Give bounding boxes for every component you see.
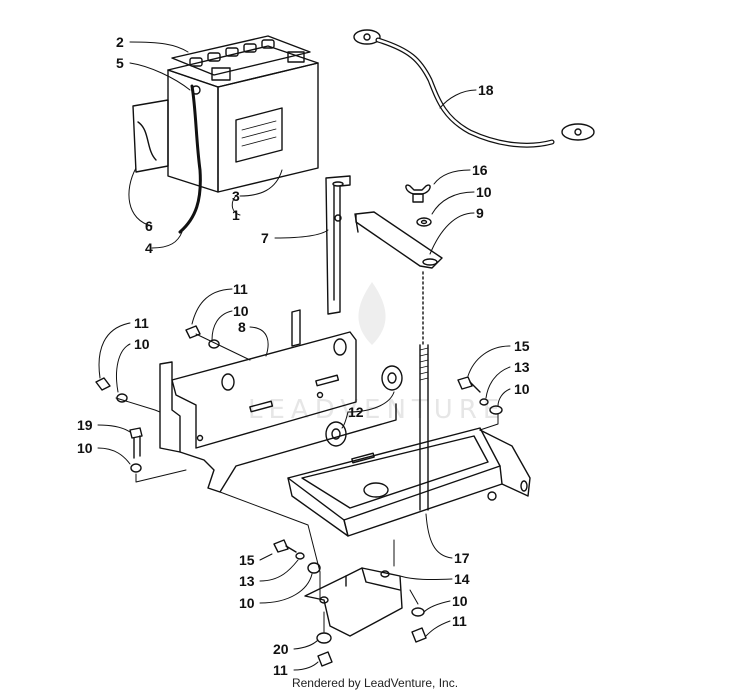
bolt-shank <box>469 381 481 393</box>
battery-top <box>167 45 319 88</box>
callout-10: 10 <box>476 184 492 200</box>
leader-lines <box>97 41 511 671</box>
battery-warning-label <box>235 107 283 163</box>
callout-10: 10 <box>452 593 468 609</box>
battery-mount-plate <box>159 309 403 493</box>
callout-4: 4 <box>145 240 153 256</box>
callout-15: 15 <box>514 338 530 354</box>
hold-down-strap <box>354 184 443 511</box>
washer <box>208 339 220 349</box>
rubber-grommet <box>325 421 347 447</box>
battery-side-bracket-fold <box>137 121 157 161</box>
hold-down-bracket <box>325 175 351 315</box>
callout-20: 20 <box>273 641 289 657</box>
callout-5: 5 <box>116 55 124 71</box>
nut <box>95 377 111 391</box>
callout-11: 11 <box>233 281 248 297</box>
nut <box>317 651 333 667</box>
callout-10: 10 <box>77 440 93 456</box>
bolt-head <box>457 376 473 390</box>
nut <box>185 325 201 339</box>
nut <box>411 627 427 643</box>
callout-2: 2 <box>116 34 124 50</box>
callout-1: 1 <box>232 207 240 223</box>
plate-tab <box>291 309 301 347</box>
watermark-text: LEADVENTURE <box>248 395 505 425</box>
callout-12: 12 <box>348 404 364 420</box>
washer <box>316 632 332 644</box>
washer <box>411 607 425 617</box>
callout-11: 11 <box>452 613 467 629</box>
callout-3: 3 <box>232 188 240 204</box>
rubber-grommet <box>381 365 403 391</box>
bolt-head <box>129 427 143 439</box>
bolt-shank <box>133 435 141 459</box>
callout-10: 10 <box>134 336 150 352</box>
battery-cable <box>353 29 595 148</box>
callout-17: 17 <box>454 550 470 566</box>
vent-tube <box>178 84 202 234</box>
vent-fitting <box>191 85 201 95</box>
callout-10: 10 <box>514 381 530 397</box>
lock-washer <box>479 398 489 406</box>
hardware <box>95 325 503 667</box>
callout-18: 18 <box>478 82 494 98</box>
washer <box>489 405 503 415</box>
bolt-head <box>273 539 289 553</box>
lock-washer <box>295 552 305 560</box>
battery-tray <box>287 427 531 537</box>
guide-lines <box>115 333 499 633</box>
positive-terminal <box>287 51 305 63</box>
battery-side-bracket <box>132 99 169 173</box>
wing-nut <box>405 184 431 195</box>
battery-vent-caps <box>189 39 275 67</box>
callout-16: 16 <box>472 162 488 178</box>
bolt-shank <box>285 545 297 553</box>
lower-bracket <box>304 567 403 637</box>
callout-19: 19 <box>77 417 93 433</box>
callout-11: 11 <box>134 315 149 331</box>
callout-11: 11 <box>273 662 288 678</box>
callout-9: 9 <box>476 205 484 221</box>
negative-terminal <box>211 67 231 81</box>
callout-7: 7 <box>261 230 269 246</box>
callout-15: 15 <box>239 552 255 568</box>
threaded-rod <box>419 344 429 511</box>
battery-cap-strip <box>171 35 311 76</box>
callout-10: 10 <box>239 595 255 611</box>
battery <box>132 35 319 234</box>
callout-14: 14 <box>454 571 470 587</box>
callout-13: 13 <box>514 359 530 375</box>
callout-10: 10 <box>233 303 249 319</box>
footer-credit: Rendered by LeadVenture, Inc. <box>291 676 459 690</box>
washer <box>416 217 432 227</box>
callout-8: 8 <box>238 319 246 335</box>
watermark: LEADVENTURE <box>248 282 505 425</box>
callouts: 2 5 18 16 10 9 3 1 6 4 7 11 10 8 11 10 1… <box>77 34 530 678</box>
battery-right-face <box>217 62 319 193</box>
washer <box>130 463 142 473</box>
washer <box>307 562 321 574</box>
callout-13: 13 <box>239 573 255 589</box>
callout-6: 6 <box>145 218 153 234</box>
